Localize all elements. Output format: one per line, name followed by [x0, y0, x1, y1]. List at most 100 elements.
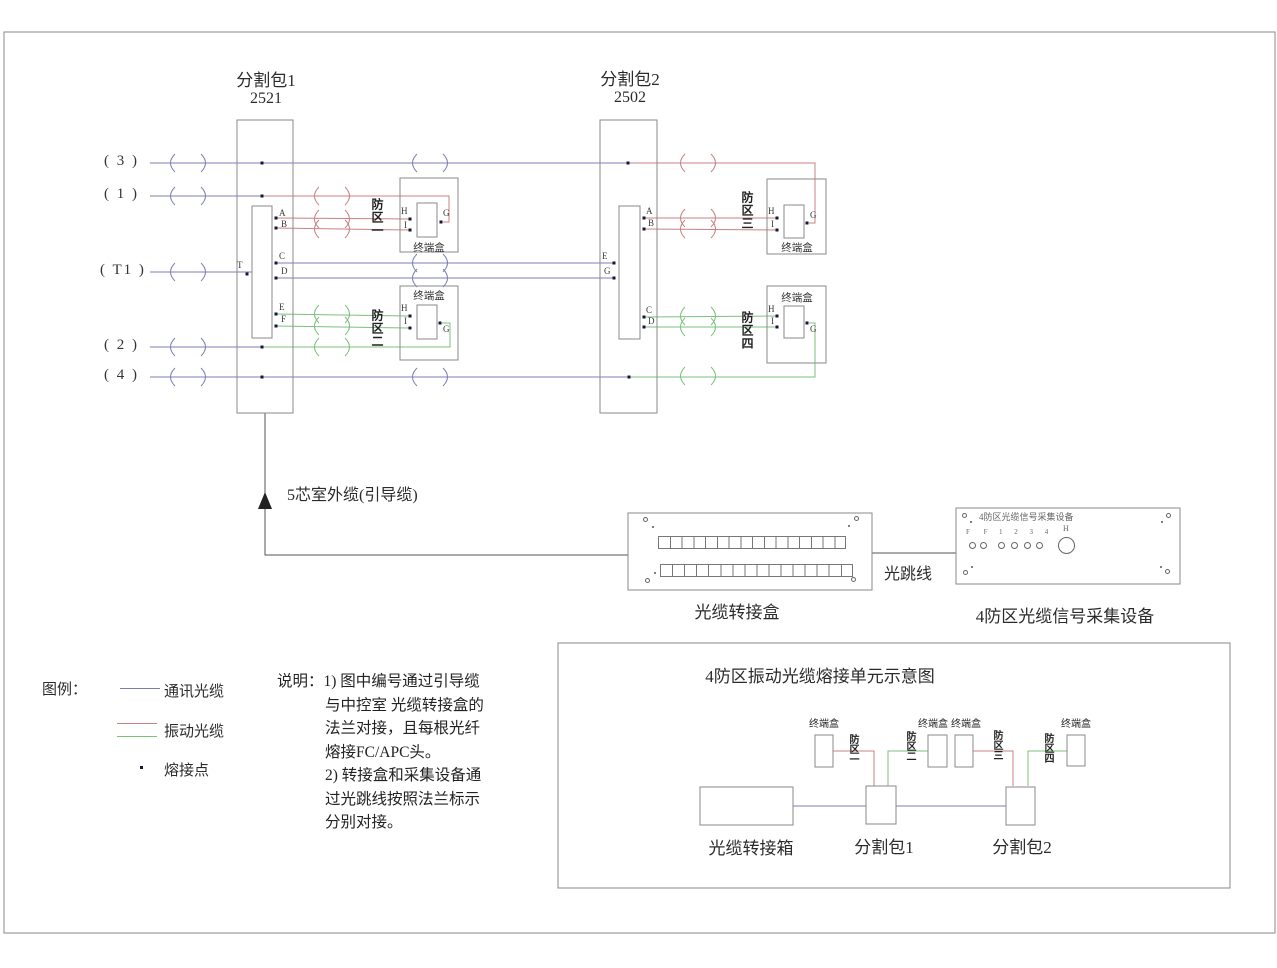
- screw-dot-icon: [970, 521, 972, 523]
- vibration-cable-lines-red: [262, 162, 1014, 786]
- inset-diagram: [557, 642, 1231, 889]
- notes-line: 熔接FC/APC头。: [325, 743, 441, 761]
- terminal-box-zone4: [766, 285, 827, 364]
- pkg1-port-b: B: [281, 219, 288, 229]
- term3-port-h: H: [768, 206, 775, 216]
- feeder-label-4: ( 4 ): [104, 367, 139, 383]
- notes-line: 法兰对接，且每根光纤: [325, 720, 481, 737]
- pkg1-port-a: A: [279, 208, 286, 218]
- inset-zone4-label: 防区四: [1042, 733, 1053, 763]
- inset-zone3-label: 防区三: [991, 730, 1002, 760]
- screw-hole-icon: [854, 516, 859, 521]
- inset-terminal-label-1: 终端盒: [809, 719, 839, 730]
- screw-dot-icon: [1160, 566, 1162, 568]
- inset-terminal-label-4: 终端盒: [1061, 719, 1091, 730]
- zone2-label: 防区二: [370, 309, 384, 348]
- screw-hole-icon: [645, 578, 650, 583]
- feeder-label-3: ( 3 ): [104, 153, 139, 169]
- term4-label: 终端盒: [781, 293, 813, 304]
- pkg1-port-e: E: [279, 302, 285, 312]
- terminal-box-zone2: [399, 285, 459, 361]
- legend-comm-label: 通讯光缆: [164, 684, 225, 700]
- comm-cable-lines: [150, 162, 1006, 807]
- screw-hole-icon: [1166, 513, 1171, 518]
- screw-dot-icon: [652, 526, 654, 528]
- feeder-label-1: ( 1 ): [104, 186, 139, 202]
- screw-hole-icon: [962, 513, 967, 518]
- notes-line: 分别对接。: [325, 814, 403, 831]
- term3-label: 终端盒: [781, 243, 813, 254]
- inset-terminal-label-3: 终端盒: [951, 719, 981, 730]
- package2-code: 2502: [614, 89, 646, 106]
- inset-package1-label: 分割包1: [854, 838, 914, 857]
- fiber-port-icon: [980, 542, 987, 549]
- device-panel-title: 4防区光缆信号采集设备: [979, 512, 1074, 522]
- package1-title: 分割包1: [236, 71, 296, 90]
- term2-port-h: H: [401, 303, 408, 313]
- adapter-row-1: [658, 536, 846, 549]
- inset-zone1-label: 防区一: [847, 734, 858, 764]
- pkg2-port-d: D: [648, 316, 655, 326]
- split-package-2-box: [599, 119, 658, 414]
- fiber-port-icon: [1011, 542, 1018, 549]
- inset-patch-box-label: 光缆转接箱: [708, 839, 794, 858]
- pkg1-port-d: D: [281, 266, 288, 276]
- zone3-label: 防区三: [740, 191, 754, 230]
- pkg1-port-t: T: [237, 260, 243, 270]
- patch-panel-label: 光缆转接盒: [694, 603, 780, 622]
- screw-dot-icon: [971, 566, 973, 568]
- patch-panel-box: [627, 512, 873, 591]
- screw-hole-icon: [851, 577, 856, 582]
- fiber-port-icon: [998, 542, 1005, 549]
- term2-port-i: I: [404, 316, 407, 326]
- screw-dot-icon: [1161, 521, 1163, 523]
- zone1-label: 防区一: [370, 198, 384, 237]
- notes-line: 2) 转接盒和采集设备通: [325, 767, 482, 784]
- legend-vibration-label: 振动光缆: [164, 724, 225, 740]
- term3-port-i: I: [771, 219, 774, 229]
- screw-dot-icon: [848, 525, 850, 527]
- fiber-port-icon: [969, 542, 976, 549]
- legend-splice-dot-icon: [140, 766, 143, 769]
- screw-hole-icon: [643, 517, 648, 522]
- term4-port-i: I: [771, 316, 774, 326]
- package2-title: 分割包2: [600, 70, 660, 89]
- fiber-port-icon: [1036, 542, 1043, 549]
- inset-package2-label: 分割包2: [992, 838, 1052, 857]
- terminal-box-zone3: [766, 178, 827, 255]
- term1-port-i: I: [404, 220, 407, 230]
- pkg2-port-c: C: [646, 305, 653, 315]
- legend-comm-swatch: [120, 688, 160, 689]
- notes-line: 过光跳线按照法兰标示: [325, 790, 481, 808]
- page-border: [3, 31, 1276, 934]
- acquisition-device-box: [955, 507, 1181, 585]
- inset-terminal-label-2: 终端盒: [918, 719, 948, 730]
- screw-hole-icon: [1165, 569, 1170, 574]
- terminal-box-zone1: [399, 177, 459, 253]
- fiber-port-icon: [1024, 542, 1031, 549]
- feeder-label-2: ( 2 ): [104, 337, 139, 353]
- feeder-label-t1: ( T1 ): [100, 262, 146, 278]
- adapter-row-2: [660, 564, 853, 577]
- guide-cable-line: [258, 413, 628, 556]
- fusion-splice-dots: [245, 161, 809, 379]
- pkg2-port-b: B: [648, 218, 655, 228]
- jumper-label: 光跳线: [884, 566, 933, 583]
- legend-vibration-red-swatch: [117, 723, 157, 724]
- device-label: 4防区光缆信号采集设备: [975, 607, 1155, 626]
- term2-port-g: G: [443, 324, 450, 334]
- pkg2-port-e: E: [602, 251, 608, 261]
- term2-label: 终端盒: [413, 291, 445, 302]
- up-arrow-icon: [258, 492, 272, 509]
- pkg1-port-f: F: [281, 314, 287, 324]
- pkg2-port-a: A: [646, 206, 653, 216]
- notes-line: 说明：1) 图中编号通过引导缆: [277, 673, 480, 690]
- term1-port-g: G: [443, 208, 450, 218]
- pkg1-port-c: C: [279, 251, 286, 261]
- inset-title: 4防区振动光缆熔接单元示意图: [705, 667, 935, 686]
- term4-port-g: G: [810, 324, 817, 334]
- device-port-labels-left: F F: [966, 528, 994, 536]
- device-port-labels-mid: 1 2 3 4: [999, 528, 1054, 536]
